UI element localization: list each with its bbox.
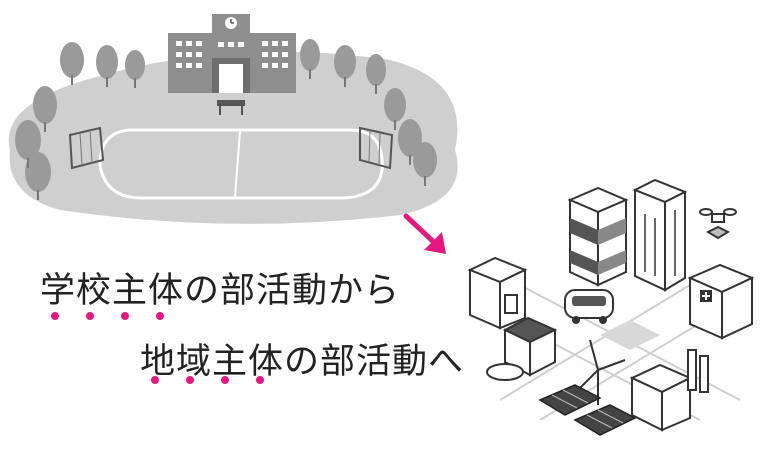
emphasis-dot: [256, 376, 264, 384]
school-campus-illustration: [8, 14, 458, 224]
caption-school-led-club-activities: 学校主体の部活動から: [40, 271, 401, 311]
emphasis-dot: [186, 376, 194, 384]
emphasis-dots-community: [151, 376, 291, 384]
emphasis-dot: [121, 312, 129, 320]
emphasis-dot: [86, 312, 94, 320]
emphasis-dot: [51, 312, 59, 320]
emphasis-dot: [156, 312, 164, 320]
emphasis-dots-school: [51, 312, 191, 320]
caption-community-led-club-activities: 地域主体の部活動へ: [140, 342, 465, 382]
emphasis-dot: [151, 376, 159, 384]
community-town-illustration: [467, 178, 755, 436]
transition-arrow: [403, 213, 446, 254]
emphasis-dot: [221, 376, 229, 384]
